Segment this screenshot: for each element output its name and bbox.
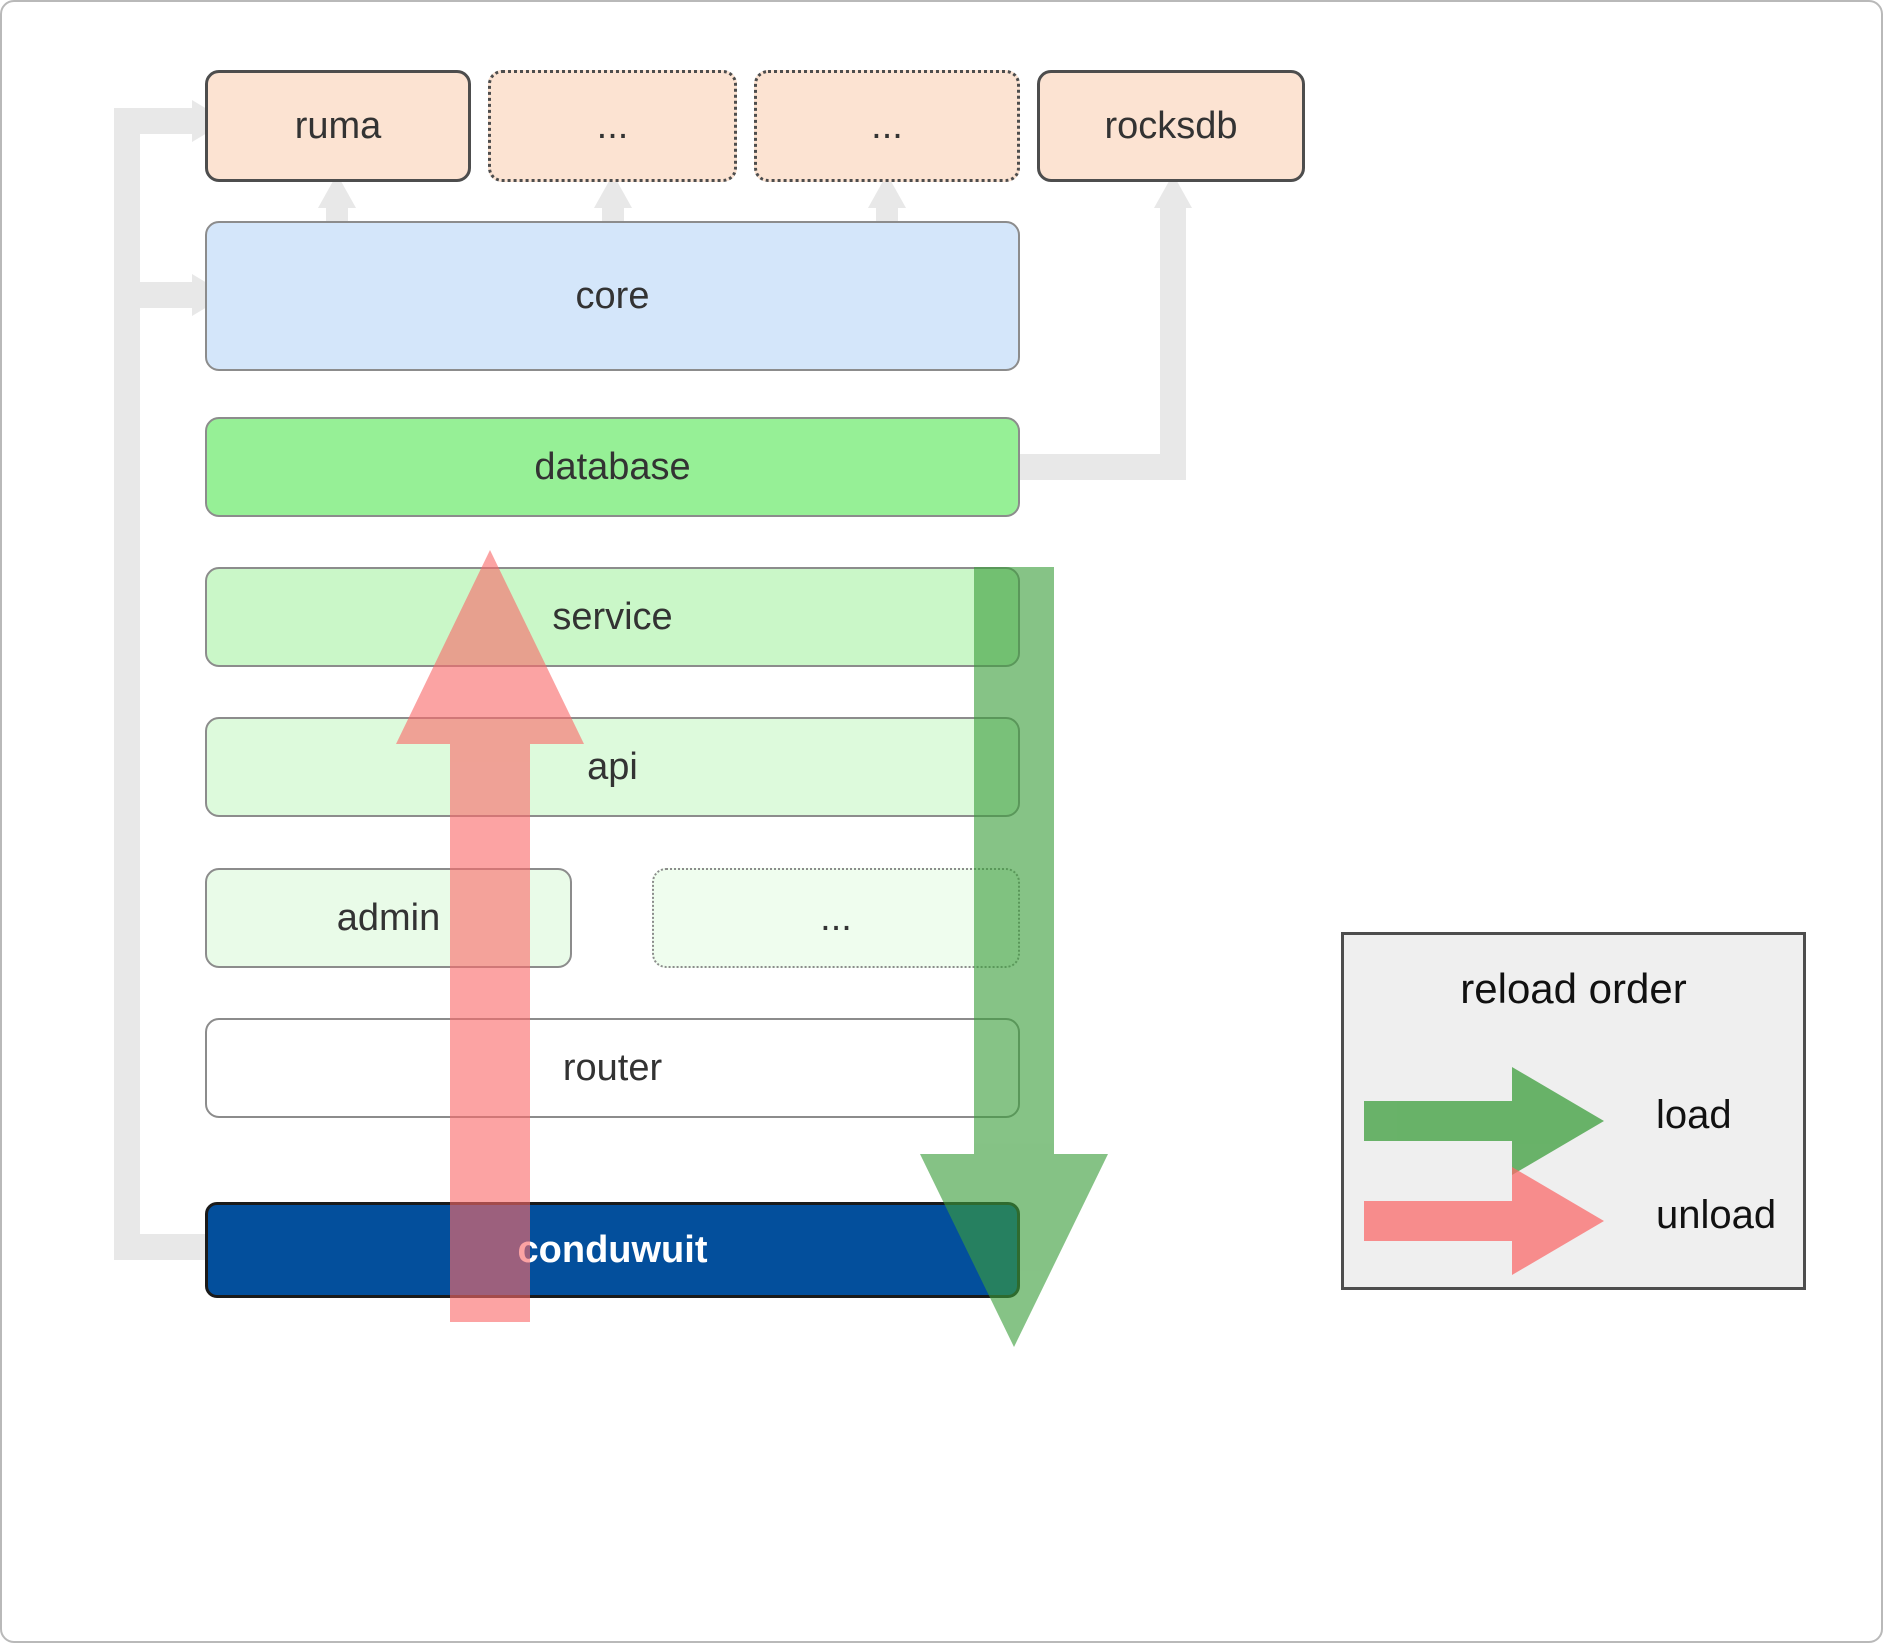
layer-router[interactable]: router [205, 1018, 1020, 1118]
layer-admin[interactable]: admin [205, 868, 572, 968]
crate-placeholder-1-label: ... [596, 104, 629, 147]
crate-placeholder-2[interactable]: ... [754, 70, 1020, 182]
layer-placeholder-3-label: ... [820, 896, 852, 939]
crate-placeholder-1[interactable]: ... [488, 70, 737, 182]
layer-placeholder-3[interactable]: ... [652, 868, 1020, 968]
legend-panel: reload order load unload [1341, 932, 1806, 1290]
layer-database-label: database [534, 445, 691, 488]
crate-ruma-label: ruma [294, 104, 382, 147]
legend-load-label: load [1656, 1093, 1732, 1137]
layer-api[interactable]: api [205, 717, 1020, 817]
layer-core-label: core [575, 274, 650, 317]
legend-load-arrow-icon [1364, 1067, 1604, 1175]
layer-admin-label: admin [336, 896, 441, 939]
layer-database[interactable]: database [205, 417, 1020, 517]
layer-service-label: service [552, 595, 673, 638]
legend-title: reload order [1460, 965, 1687, 1012]
layer-router-label: router [562, 1046, 663, 1089]
crate-ruma[interactable]: ruma [205, 70, 471, 182]
crate-rocksdb[interactable]: rocksdb [1037, 70, 1305, 182]
crate-placeholder-2-label: ... [871, 104, 903, 147]
legend-row-unload: unload [1344, 1167, 1803, 1275]
legend-unload-label: unload [1656, 1193, 1777, 1237]
connector-database-to-rocksdb [1020, 174, 1192, 480]
legend-unload-arrow-icon [1364, 1167, 1604, 1275]
root-conduwuit[interactable]: conduwuit [205, 1202, 1020, 1298]
crate-rocksdb-label: rocksdb [1104, 104, 1238, 147]
root-conduwuit-label: conduwuit [517, 1228, 708, 1271]
layer-service[interactable]: service [205, 567, 1020, 667]
legend-row-load: load [1344, 1067, 1803, 1175]
layer-api-label: api [587, 745, 638, 788]
layer-core[interactable]: core [205, 221, 1020, 371]
